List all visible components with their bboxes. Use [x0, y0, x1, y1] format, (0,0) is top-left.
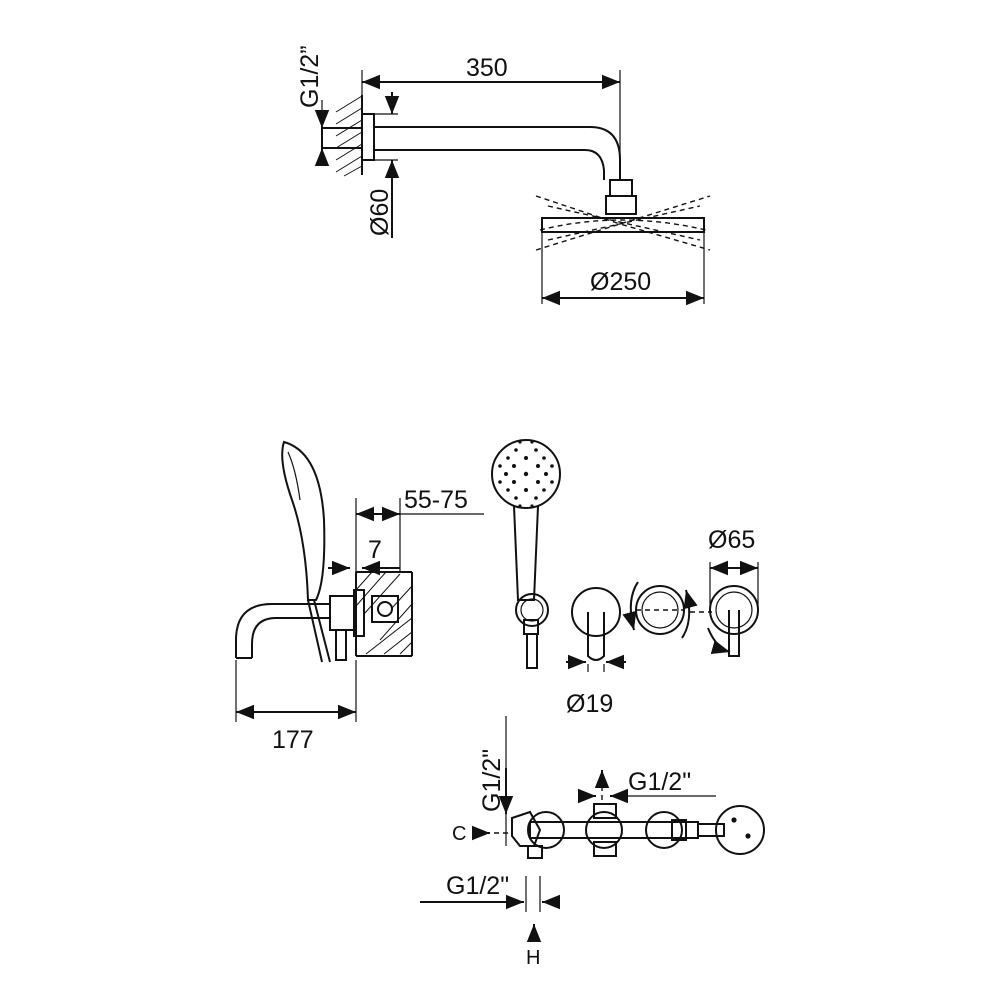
- valve-outlet-top-label: G1/2": [628, 768, 691, 796]
- hand-shower-handle: [513, 505, 539, 601]
- valve-body: [511, 810, 542, 847]
- wall-section: [355, 571, 413, 657]
- spout-projection-label: 177: [272, 726, 314, 754]
- handle-diameter-label: Ø65: [708, 526, 755, 554]
- arm-length-label: 350: [466, 54, 508, 82]
- lever-handle-view: Ø19: [566, 587, 626, 718]
- head-diameter-label: Ø250: [590, 268, 651, 296]
- handle-rosette: [709, 585, 759, 635]
- lever-rosette: [571, 587, 621, 637]
- label-c: C: [452, 823, 466, 845]
- hand-shower-front-view: [491, 439, 561, 669]
- hand-shower-head: [491, 439, 561, 509]
- wall-flange: [361, 113, 375, 161]
- valve-inlet-bottom-label: G1/2": [446, 872, 509, 900]
- bath-mixer-side-view: 55-75 7 177: [235, 440, 484, 754]
- lever-diameter-label: Ø19: [566, 690, 613, 718]
- top-thread-label: G1/2”: [296, 45, 324, 108]
- plate-thickness-label: 7: [368, 536, 382, 564]
- flange-diameter-label: Ø60: [366, 189, 394, 236]
- wall-hatch: [321, 95, 363, 177]
- spout: [235, 603, 330, 658]
- shower-arm-view: G1/2” 350 Ø60 Ø250: [296, 45, 711, 306]
- hand-shower-side: [281, 440, 326, 601]
- swivel-joint: [609, 179, 633, 197]
- label-h: H: [526, 947, 540, 969]
- concealed-valve-view: G1/2" G1/2" C G1/2" H: [420, 716, 765, 969]
- valve-inlet-vertical-label: G1/2": [478, 749, 506, 812]
- diverter-views: Ø65: [622, 526, 759, 657]
- valve-end-cap: [715, 805, 765, 855]
- wall-range-label: 55-75: [404, 486, 468, 514]
- shower-arm: [374, 126, 621, 180]
- shower-head: [535, 195, 711, 251]
- holder-outlet: [515, 593, 549, 627]
